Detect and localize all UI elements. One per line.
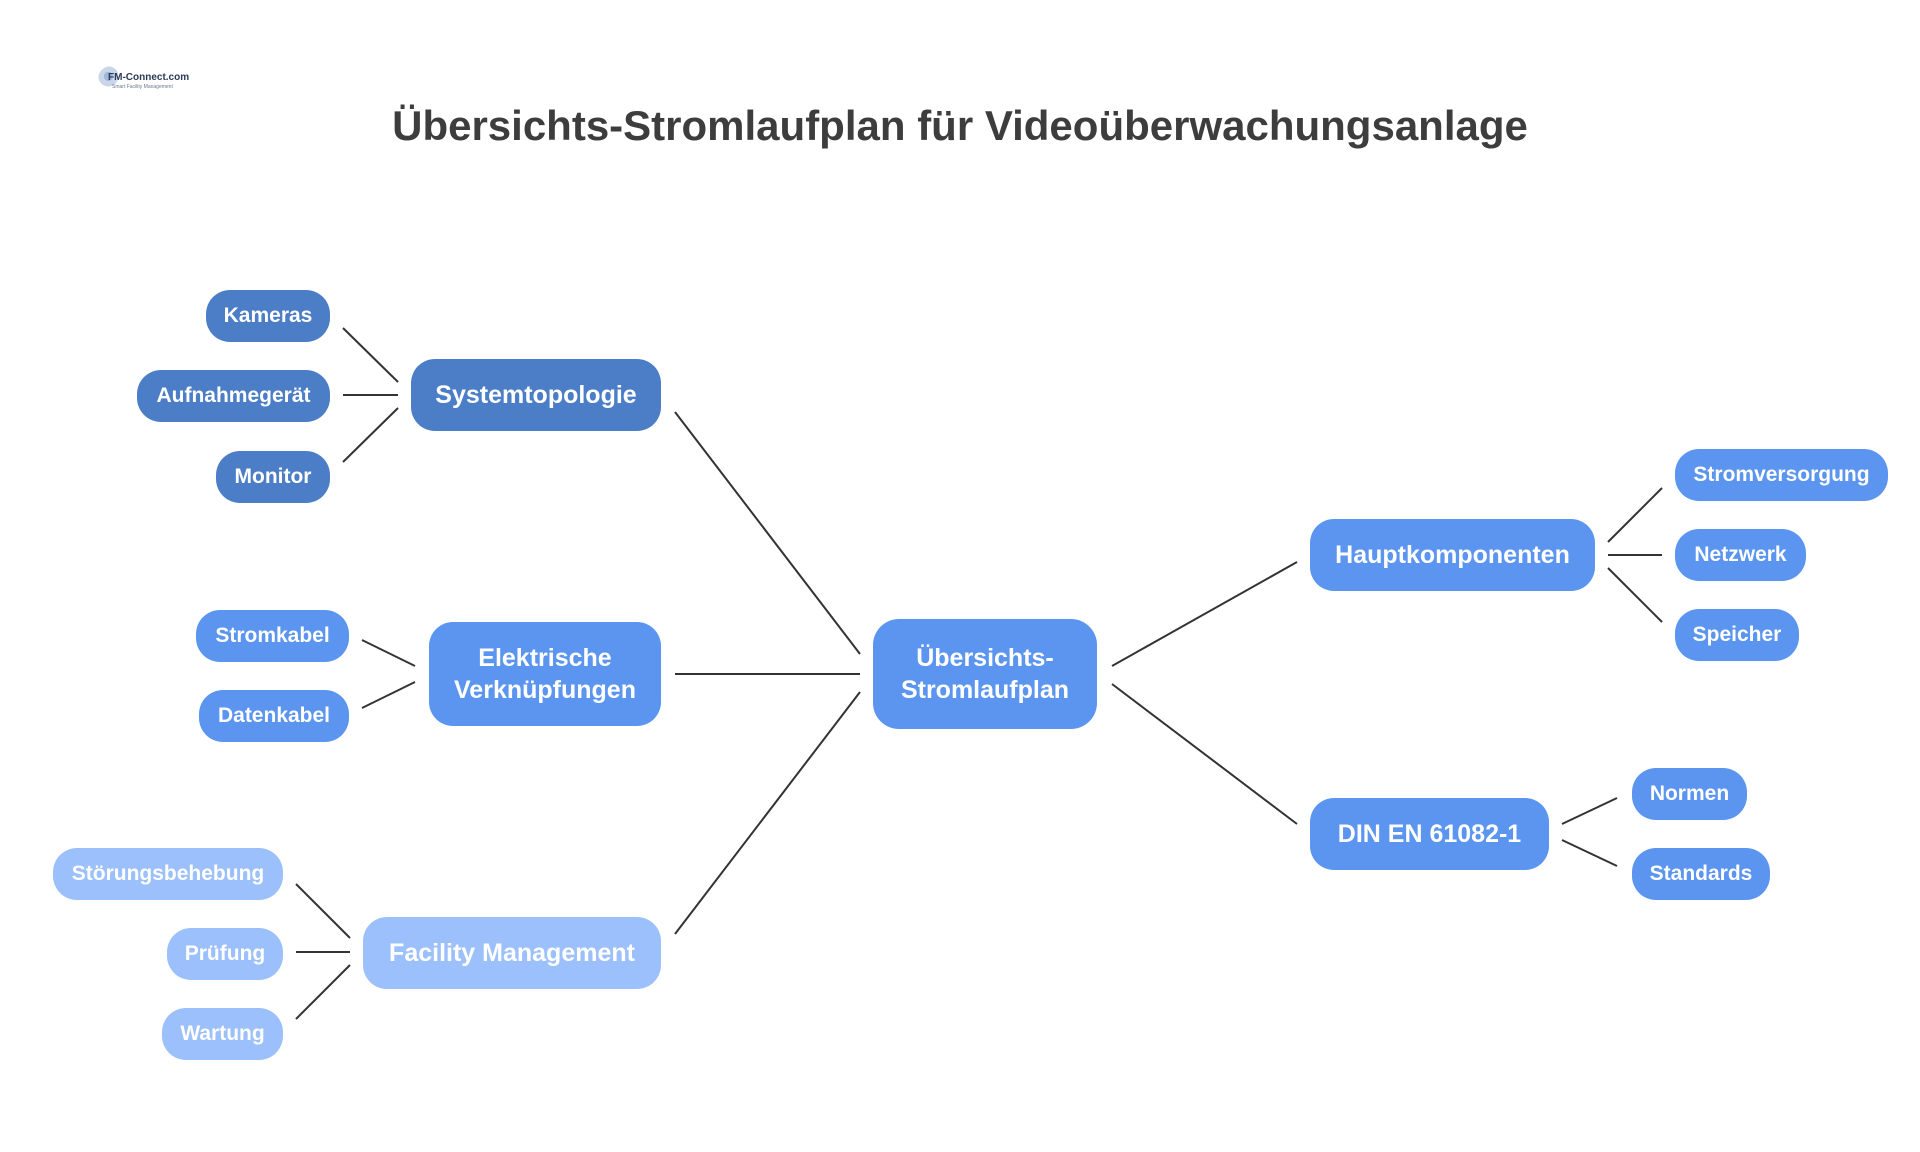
logo-icon xyxy=(98,66,124,92)
logo-subtext: Smart Facility Management xyxy=(112,84,173,90)
link-center-systemtopologie xyxy=(674,411,861,655)
leaf-pruefung: Prüfung xyxy=(167,928,283,980)
leaf-normen: Normen xyxy=(1632,768,1747,820)
link-monitor xyxy=(342,407,399,463)
center-node: Übersichts- Stromlaufplan xyxy=(873,619,1097,729)
logo-text: FM-Connect.com xyxy=(108,72,190,83)
leaf-kameras: Kameras xyxy=(206,290,330,342)
center-label-line2: Stromlaufplan xyxy=(900,676,1070,704)
link-stromkabel xyxy=(361,639,416,667)
link-stromversorgung xyxy=(1607,487,1663,543)
page-title: Übersichts-Stromlaufplan für Videoüberwa… xyxy=(392,102,1528,149)
leaf-stromkabel: Stromkabel xyxy=(196,610,349,662)
link-center-facility xyxy=(674,691,861,935)
link-center-hauptkomponenten xyxy=(1111,561,1298,667)
leaf-netzwerk: Netzwerk xyxy=(1675,529,1806,581)
branch-din-en-61082-1: DIN EN 61082-1 xyxy=(1310,798,1549,870)
link-speicher xyxy=(1607,567,1663,623)
leaf-datenkabel: Datenkabel xyxy=(199,690,349,742)
leaf-stromversorgung: Stromversorgung xyxy=(1675,449,1888,501)
center-label-line1: Übersichts- xyxy=(916,643,1054,672)
leaf-wartung: Wartung xyxy=(162,1008,283,1060)
leaf-monitor: Monitor xyxy=(216,451,330,503)
branch-elektrische-verknuepfungen: Elektrische Verknüpfungen xyxy=(429,622,661,726)
branch-facility-management: Facility Management xyxy=(363,917,661,989)
company-logo: FM-Connect.com Smart Facility Management xyxy=(98,66,189,94)
link-kameras xyxy=(342,327,399,383)
link-center-din xyxy=(1111,683,1298,825)
link-datenkabel xyxy=(361,681,416,709)
leaf-aufnahmegeraet: Aufnahmegerät xyxy=(137,370,330,422)
link-standards xyxy=(1561,839,1618,867)
leaf-stoerungsbehebung: Störungsbehebung xyxy=(53,848,283,900)
branch-systemtopologie: Systemtopologie xyxy=(411,359,661,431)
leaf-standards: Standards xyxy=(1632,848,1770,900)
link-wartung xyxy=(295,964,351,1020)
link-normen xyxy=(1561,797,1618,825)
branch-hauptkomponenten: Hauptkomponenten xyxy=(1310,519,1595,591)
branch-elektrische-line1: Elektrische xyxy=(478,643,612,672)
branch-elektrische-line2: Verknüpfungen xyxy=(454,676,636,704)
link-stoerungsbehebung xyxy=(295,883,351,939)
leaf-speicher: Speicher xyxy=(1675,609,1799,661)
